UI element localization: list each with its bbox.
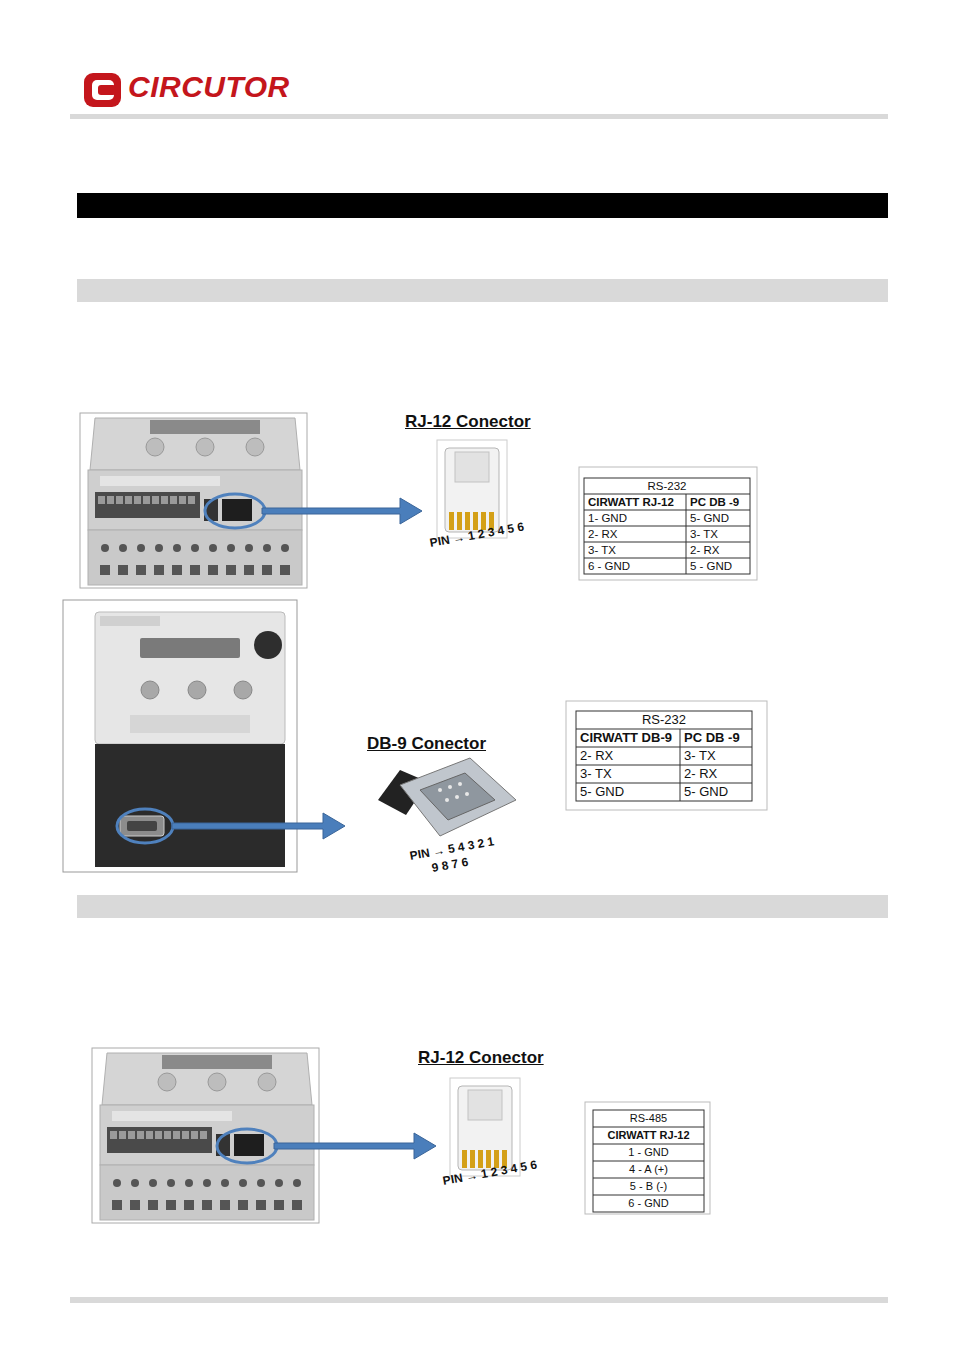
table-cell: 5- GND [686,510,750,526]
table-cell: 2- RX [680,765,752,783]
table-cell: RS-232 [584,478,750,494]
pin-numbers: PIN → 1 2 3 4 5 6 [442,1159,538,1189]
table-cell: 5 - B (-) [593,1178,704,1195]
section-bar [77,193,888,218]
table-cell: 6 - GND [593,1195,704,1212]
table-cell: 4 - A (+) [593,1161,704,1178]
table-cell: 3- TX [576,765,680,783]
table-cell: PC DB -9 [680,729,752,747]
pointer-arrow [274,1133,436,1159]
logo-icon [84,73,121,107]
table-cell: 2- RX [584,526,686,542]
logo-text: CIRCUTOR [128,70,290,103]
subsection-bar [77,895,888,918]
table-cell: 2- RX [686,542,750,558]
connector-caption: RJ-12 Conector [405,413,531,432]
table-grid [579,467,757,580]
pointer-arrow [262,498,422,524]
table-cell: PC DB -9 [686,494,750,510]
header-rule [70,114,888,119]
table-cell: 3- TX [680,747,752,765]
table-cell: CIRWATT DB-9 [576,729,680,747]
table-cell: RS-485 [593,1110,704,1127]
connector-caption: DB-9 Conector [367,735,486,754]
table-cell: 5 - GND [686,558,750,574]
table-grid [566,701,767,810]
meter-photo [80,413,307,588]
table-cell: RS-232 [576,711,752,729]
pin-numbers: PIN → 1 2 3 4 5 6 [429,521,525,551]
table-cell: 2- RX [576,747,680,765]
table-cell: 3- TX [686,526,750,542]
footer-rule [70,1297,888,1303]
table-cell: CIRWATT RJ-12 [593,1127,704,1144]
rj12-plug [437,440,507,538]
meter-photo [63,600,297,872]
table-cell: CIRWATT RJ-12 [584,494,686,510]
db9-connector [378,758,516,836]
table-cell: 1- GND [584,510,686,526]
pin-numbers: 9 8 7 6 [431,856,469,875]
connector-caption: RJ-12 Conector [418,1049,544,1068]
table-cell: 6 - GND [584,558,686,574]
table-cell: 1 - GND [593,1144,704,1161]
pointer-arrow [172,813,345,839]
table-cell: 5- GND [576,783,680,801]
table-cell: 3- TX [584,542,686,558]
subsection-bar [77,279,888,302]
table-grid [585,1102,710,1214]
table-cell: 5- GND [680,783,752,801]
